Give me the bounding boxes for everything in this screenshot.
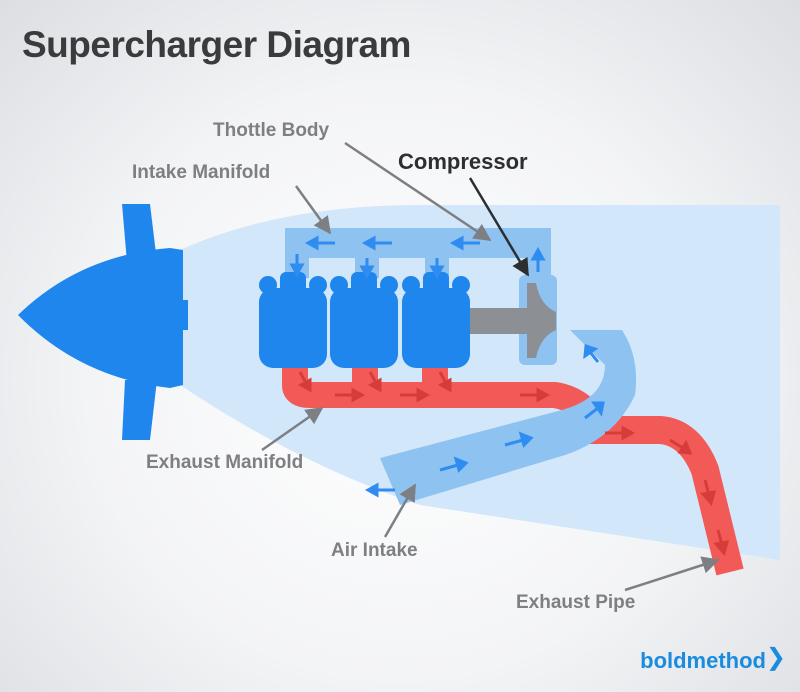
- cylinder-3: [402, 272, 470, 368]
- label-air-intake: Air Intake: [331, 540, 418, 561]
- flow-arrow: [364, 482, 395, 498]
- propeller-spinner: [18, 248, 183, 388]
- compressor-impeller: [527, 283, 556, 358]
- flow-arrow: [449, 235, 480, 251]
- label-throttle-body: Thottle Body: [213, 120, 330, 141]
- flow-arrow: [700, 479, 717, 507]
- flow-arrow: [304, 235, 335, 251]
- flow-arrow: [504, 431, 534, 448]
- leader-exhaust-pipe: [624, 556, 720, 592]
- intake-flow-arrows: [289, 235, 605, 498]
- label-exhaust-pipe: Exhaust Pipe: [516, 592, 636, 613]
- cylinder-1: [259, 272, 327, 368]
- exhaust-flow-arrows: [297, 371, 730, 557]
- leader-air-intake: [383, 483, 417, 538]
- flow-arrow: [439, 456, 469, 473]
- flow-arrow: [289, 254, 305, 278]
- propeller: [18, 204, 188, 440]
- flow-arrow: [400, 387, 431, 403]
- brand-chevron-icon: ❯: [765, 644, 786, 671]
- propeller-blade-bottom: [122, 380, 157, 440]
- flow-arrow: [429, 258, 445, 280]
- leader-intake-manifold: [294, 185, 332, 235]
- flow-arrow: [530, 246, 546, 272]
- flow-arrow: [359, 258, 375, 280]
- flow-arrow: [584, 401, 605, 420]
- flow-arrow: [437, 371, 452, 393]
- flow-arrow: [335, 387, 366, 403]
- label-exhaust-manifold: Exhaust Manifold: [146, 452, 304, 473]
- flow-arrow: [367, 371, 382, 393]
- brand-logo: boldmethod: [640, 648, 766, 673]
- diagram-title: Supercharger Diagram: [22, 24, 411, 65]
- flow-arrow: [583, 343, 600, 363]
- drive-shaft: [470, 308, 530, 334]
- propeller-blade-top: [122, 204, 157, 262]
- flow-arrow: [605, 425, 636, 441]
- leader-throttle-body: [344, 141, 492, 242]
- label-leader-lines: [261, 141, 720, 592]
- propeller-hub: [176, 300, 188, 330]
- flow-arrow: [297, 371, 312, 393]
- leader-exhaust-manifold: [261, 406, 324, 452]
- air-intake-duct: [380, 330, 637, 505]
- label-compressor: Compressor: [398, 149, 528, 174]
- flow-arrow: [361, 235, 392, 251]
- cylinder-2: [330, 272, 398, 368]
- flow-arrow: [713, 529, 730, 557]
- leader-compressor: [468, 177, 530, 277]
- label-intake-manifold: Intake Manifold: [132, 162, 271, 183]
- flow-arrow: [669, 438, 693, 455]
- engine-cylinders: [259, 272, 470, 368]
- flow-arrow: [520, 387, 551, 403]
